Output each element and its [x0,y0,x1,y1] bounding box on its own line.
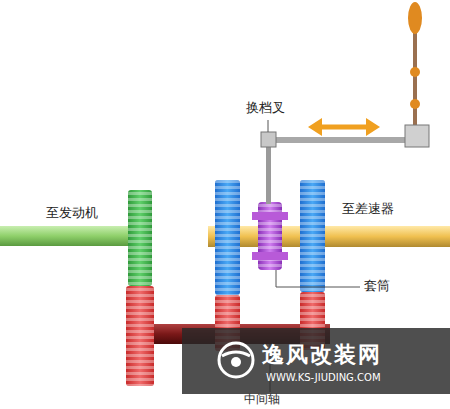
part-label: 至差速器 [342,201,394,217]
part-label: 中间轴 [244,392,280,406]
part-label: 至发动机 [46,205,98,221]
part-label: 换档叉 [246,100,285,116]
watermark-url: WWW.KS-JIUDING.COM [266,372,381,384]
watermark-text: 逸风改装网 [262,342,382,368]
part-label: 套筒 [364,278,390,294]
